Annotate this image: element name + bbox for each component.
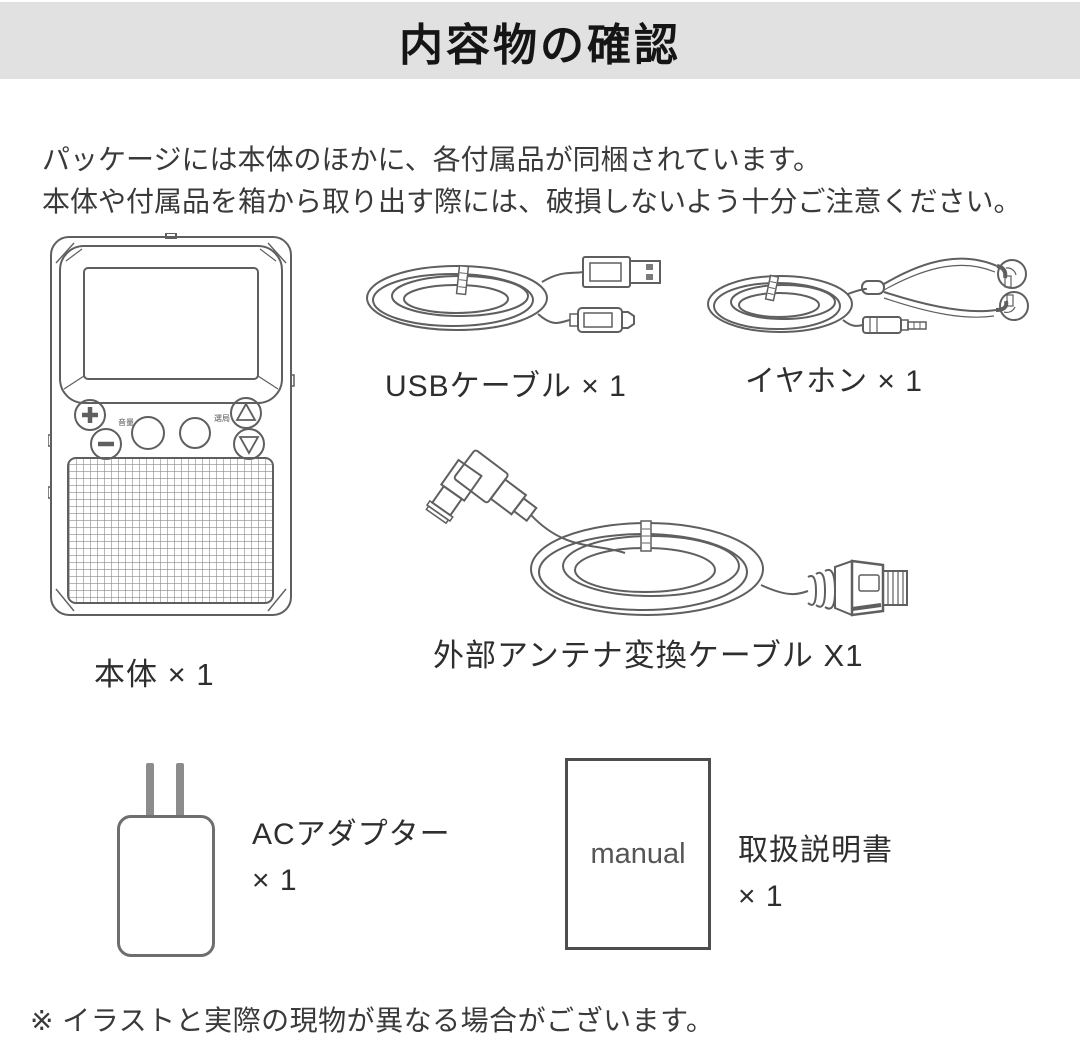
ac-adapter-figure — [117, 763, 215, 957]
y-splitter — [861, 280, 885, 295]
ac-adapter-label-line2: × 1 — [252, 864, 298, 897]
earphone-drawing — [707, 257, 1029, 334]
f-connector — [807, 559, 908, 617]
side-button-1 — [48, 434, 52, 447]
plus-icon — [82, 407, 98, 423]
ac-adapter-label-line1: ACアダプター — [252, 818, 451, 851]
volume-button-label: 音量 — [118, 417, 134, 427]
earbud-left — [999, 291, 1029, 321]
function-button-2 — [179, 417, 211, 449]
manual-label-line1: 取扱説明書 — [738, 834, 893, 867]
triangle-up-icon — [235, 402, 257, 421]
intro-text: パッケージには本体のほかに、各付属品が同梱されています。 本体や付属品を箱から取… — [42, 139, 1021, 223]
section-header: 内容物の確認 — [0, 2, 1080, 79]
tuning-button-label: 選局 — [214, 413, 230, 423]
usb-cable-drawing — [366, 256, 661, 333]
antenna-cable-label: 外部アンテナ変換ケーブル X1 — [433, 638, 864, 673]
side-button-3 — [290, 374, 295, 387]
usb-cable-coil — [366, 265, 548, 331]
earphone-label: イヤホン × 1 — [745, 365, 923, 398]
intro-line-1: パッケージには本体のほかに、各付属品が同梱されています。 — [42, 144, 821, 175]
micro-usb-connector — [569, 307, 635, 333]
tune-up-button — [230, 397, 262, 429]
usb-cable-label: USBケーブル × 1 — [385, 370, 627, 403]
ac-prong-left — [146, 763, 154, 820]
manual-label-line2: × 1 — [738, 880, 784, 913]
function-button-1 — [131, 416, 165, 450]
page-title: 内容物の確認 — [399, 20, 681, 70]
speaker-grille — [67, 457, 274, 604]
earphone-figure — [698, 248, 1058, 348]
antenna-cable-figure — [415, 443, 920, 638]
ac-prong-right — [176, 763, 184, 820]
device-label: 本体 × 1 — [94, 657, 215, 692]
earbud-right — [997, 259, 1027, 289]
antenna-cable-drawing — [425, 449, 908, 617]
antenna-plug — [425, 449, 538, 525]
manual-figure: manual — [565, 758, 711, 950]
footnote: ※ イラストと実際の現物が異なる場合がございます。 — [30, 1005, 715, 1036]
intro-line-2: 本体や付属品を箱から取り出す際には、破損しないよう十分ご注意ください。 — [42, 186, 1022, 217]
manual-label: 取扱説明書 × 1 — [738, 828, 893, 920]
ac-adapter-label: ACアダプター × 1 — [252, 812, 451, 904]
device-figure: 音量 選局 — [48, 233, 296, 621]
triangle-down-icon — [238, 436, 260, 455]
device-screen — [83, 267, 259, 380]
manual-cover-text: manual — [590, 837, 686, 870]
device-screen-bezel — [59, 245, 283, 404]
side-button-2 — [48, 486, 52, 499]
audio-plug — [862, 316, 927, 334]
volume-up-button — [74, 399, 106, 431]
ac-adapter-body — [117, 815, 215, 957]
usb-cable-figure — [352, 252, 667, 347]
usb-a-connector — [582, 256, 661, 288]
device-drawing: 音量 選局 — [48, 233, 295, 616]
earphone-cable-coil — [707, 275, 853, 333]
device-top-nub — [165, 233, 177, 239]
